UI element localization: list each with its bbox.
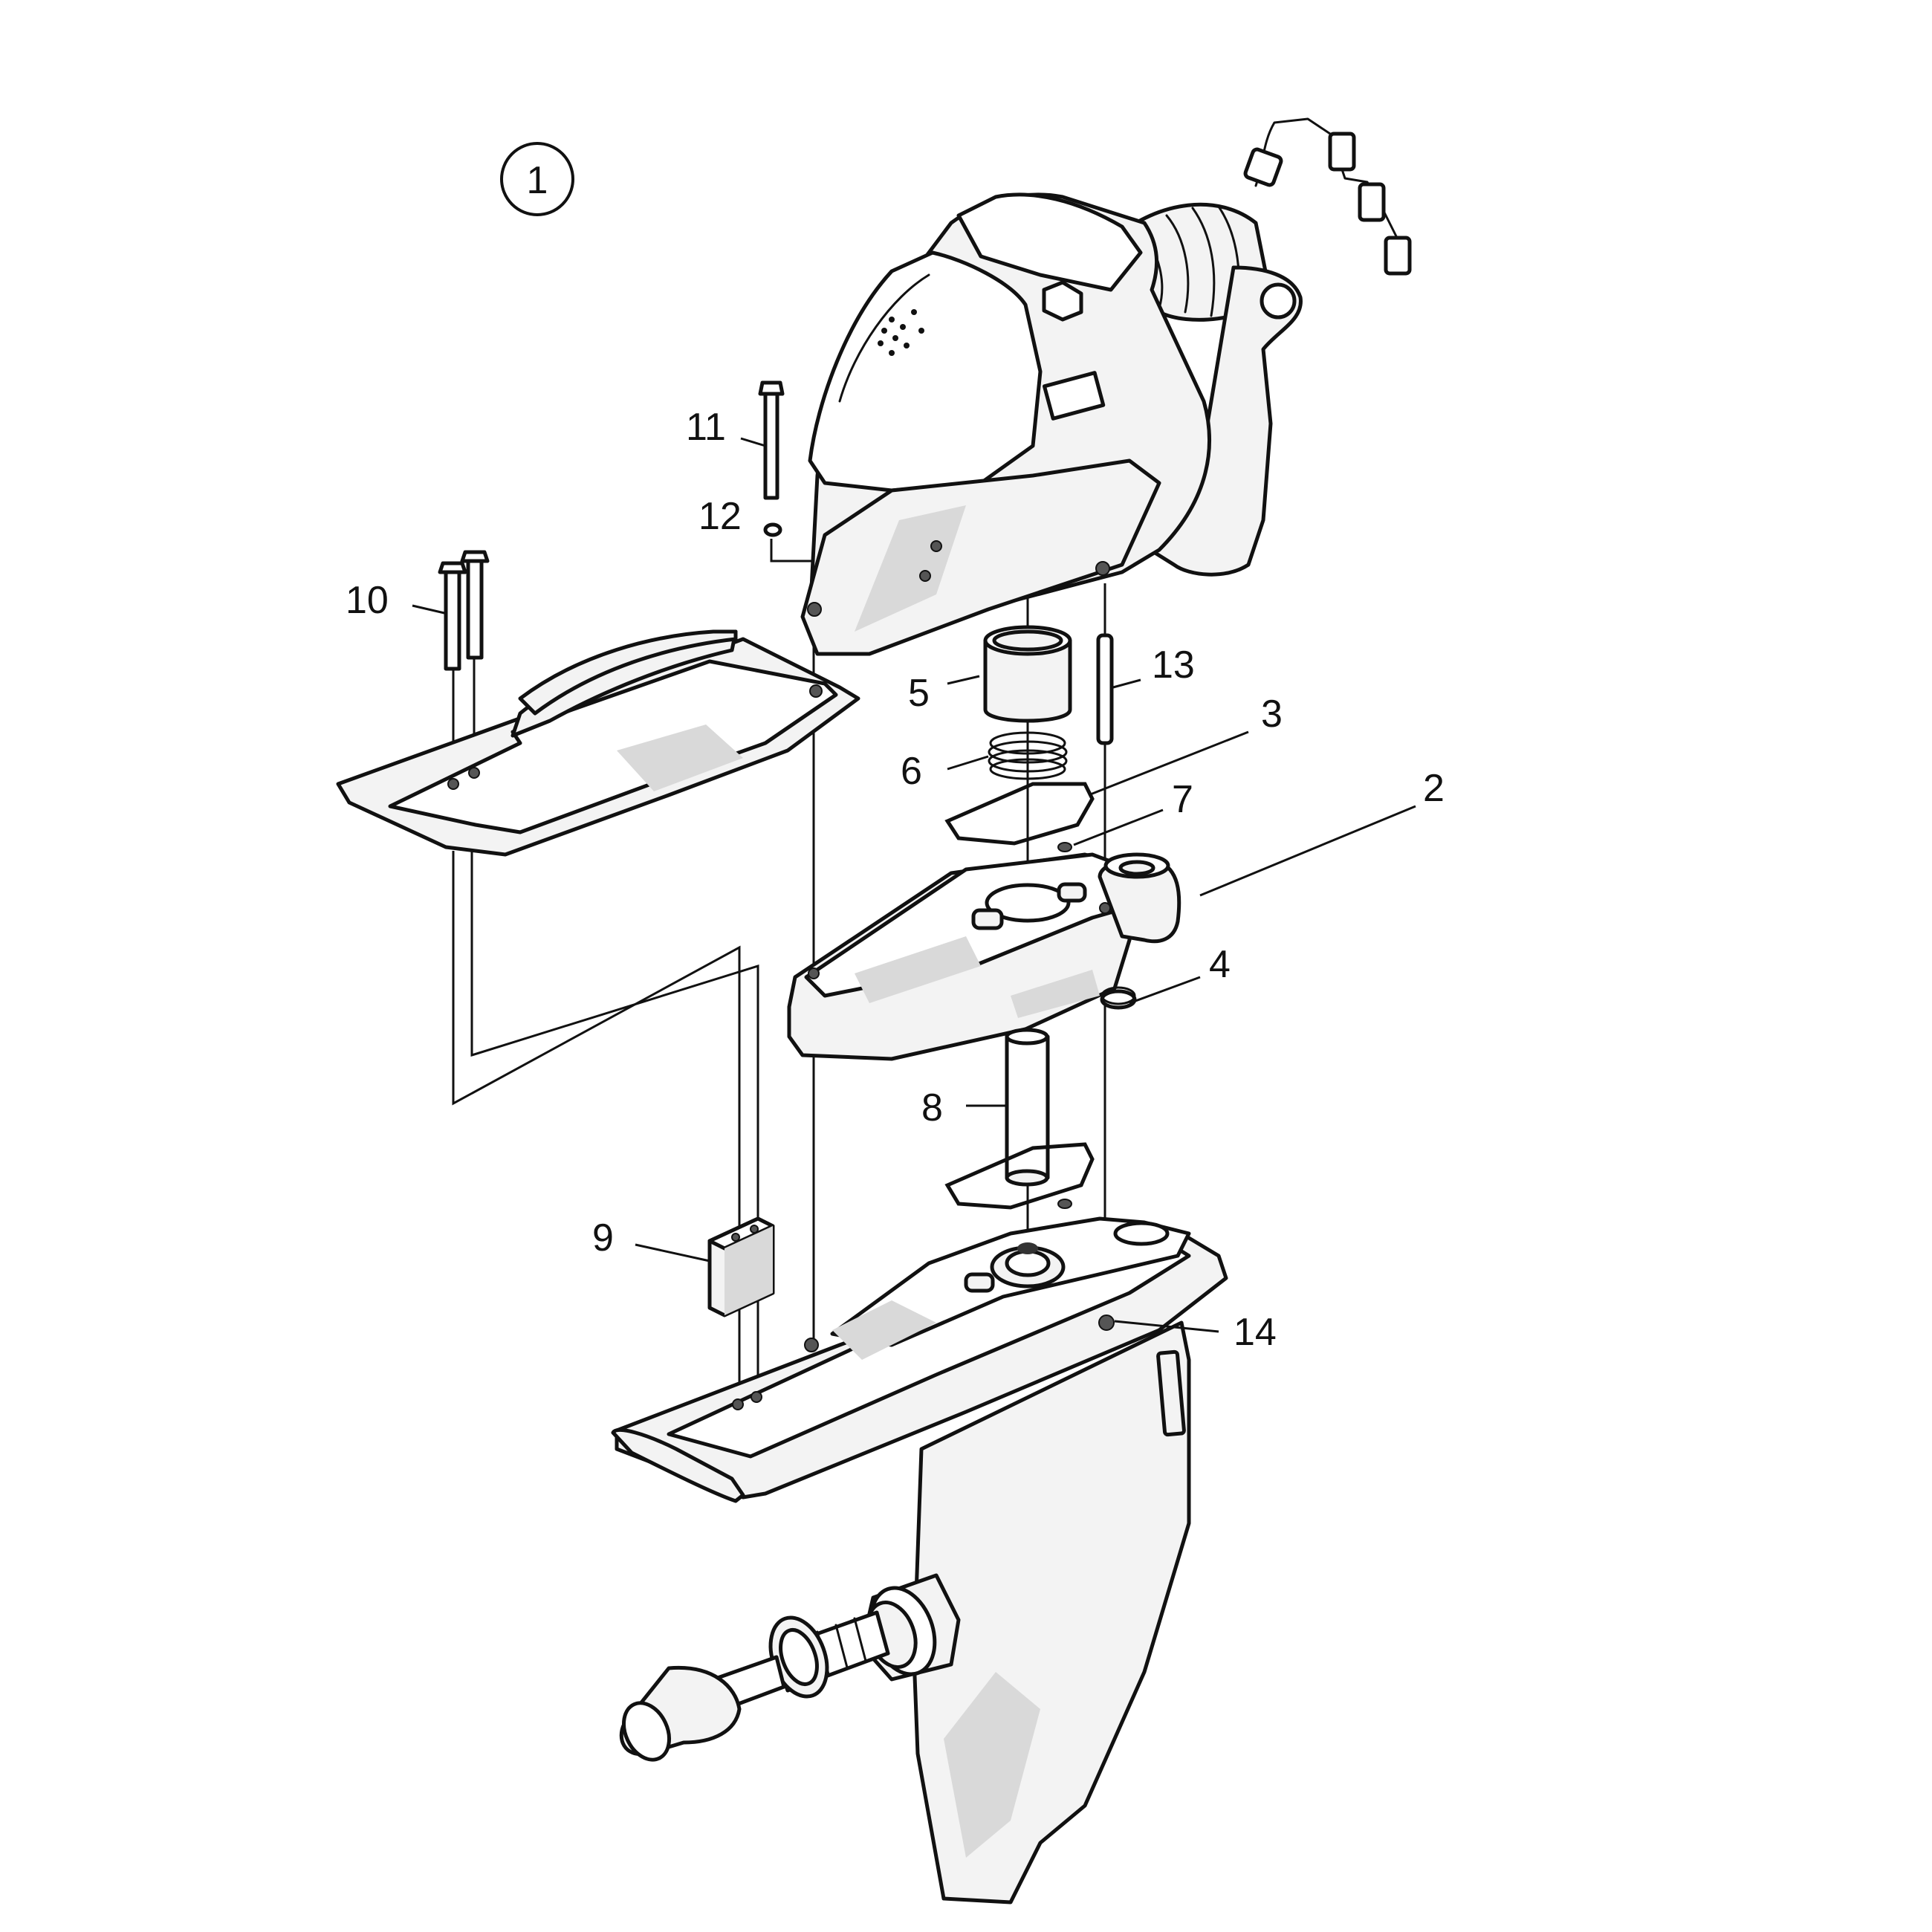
part-7-small-seal [1057, 842, 1072, 852]
upper-drive-assembly [800, 117, 1412, 656]
view-number-badge: 1 [500, 142, 574, 216]
lower-unit [611, 1216, 1228, 1905]
callout-10: 10 [346, 579, 389, 622]
view-number: 1 [527, 159, 548, 202]
callout-6: 6 [901, 750, 922, 793]
part-6-spring [988, 731, 1068, 780]
callout-3: 3 [1261, 693, 1283, 736]
leader-lines [412, 437, 1416, 1333]
part-8-shaft [1005, 1028, 1050, 1187]
callout-11: 11 [686, 406, 726, 449]
part-9-block [707, 1216, 775, 1317]
callout-5: 5 [908, 672, 930, 715]
part-13-pin [1096, 633, 1114, 745]
part-4-oring [1100, 986, 1137, 1010]
part-12-washer [763, 522, 782, 537]
callout-7: 7 [1172, 778, 1193, 821]
callout-4: 4 [1209, 943, 1231, 986]
part-3-gasket [944, 782, 1095, 846]
part-11-bolt [758, 380, 785, 500]
callout-14: 14 [1234, 1311, 1277, 1354]
cover-plate [336, 629, 860, 857]
callout-13: 13 [1152, 644, 1195, 687]
callout-12: 12 [698, 495, 742, 538]
part-10-bolts [438, 550, 490, 671]
callout-labels: 2 3 4 5 6 7 8 9 10 11 12 13 14 [346, 406, 1445, 1354]
part-5-bushing [983, 625, 1072, 723]
callout-2: 2 [1423, 767, 1445, 810]
part-2-intermediate-housing [787, 852, 1181, 1061]
callout-8: 8 [921, 1086, 943, 1129]
lower-gasket [944, 1142, 1095, 1210]
callout-9: 9 [592, 1216, 614, 1260]
